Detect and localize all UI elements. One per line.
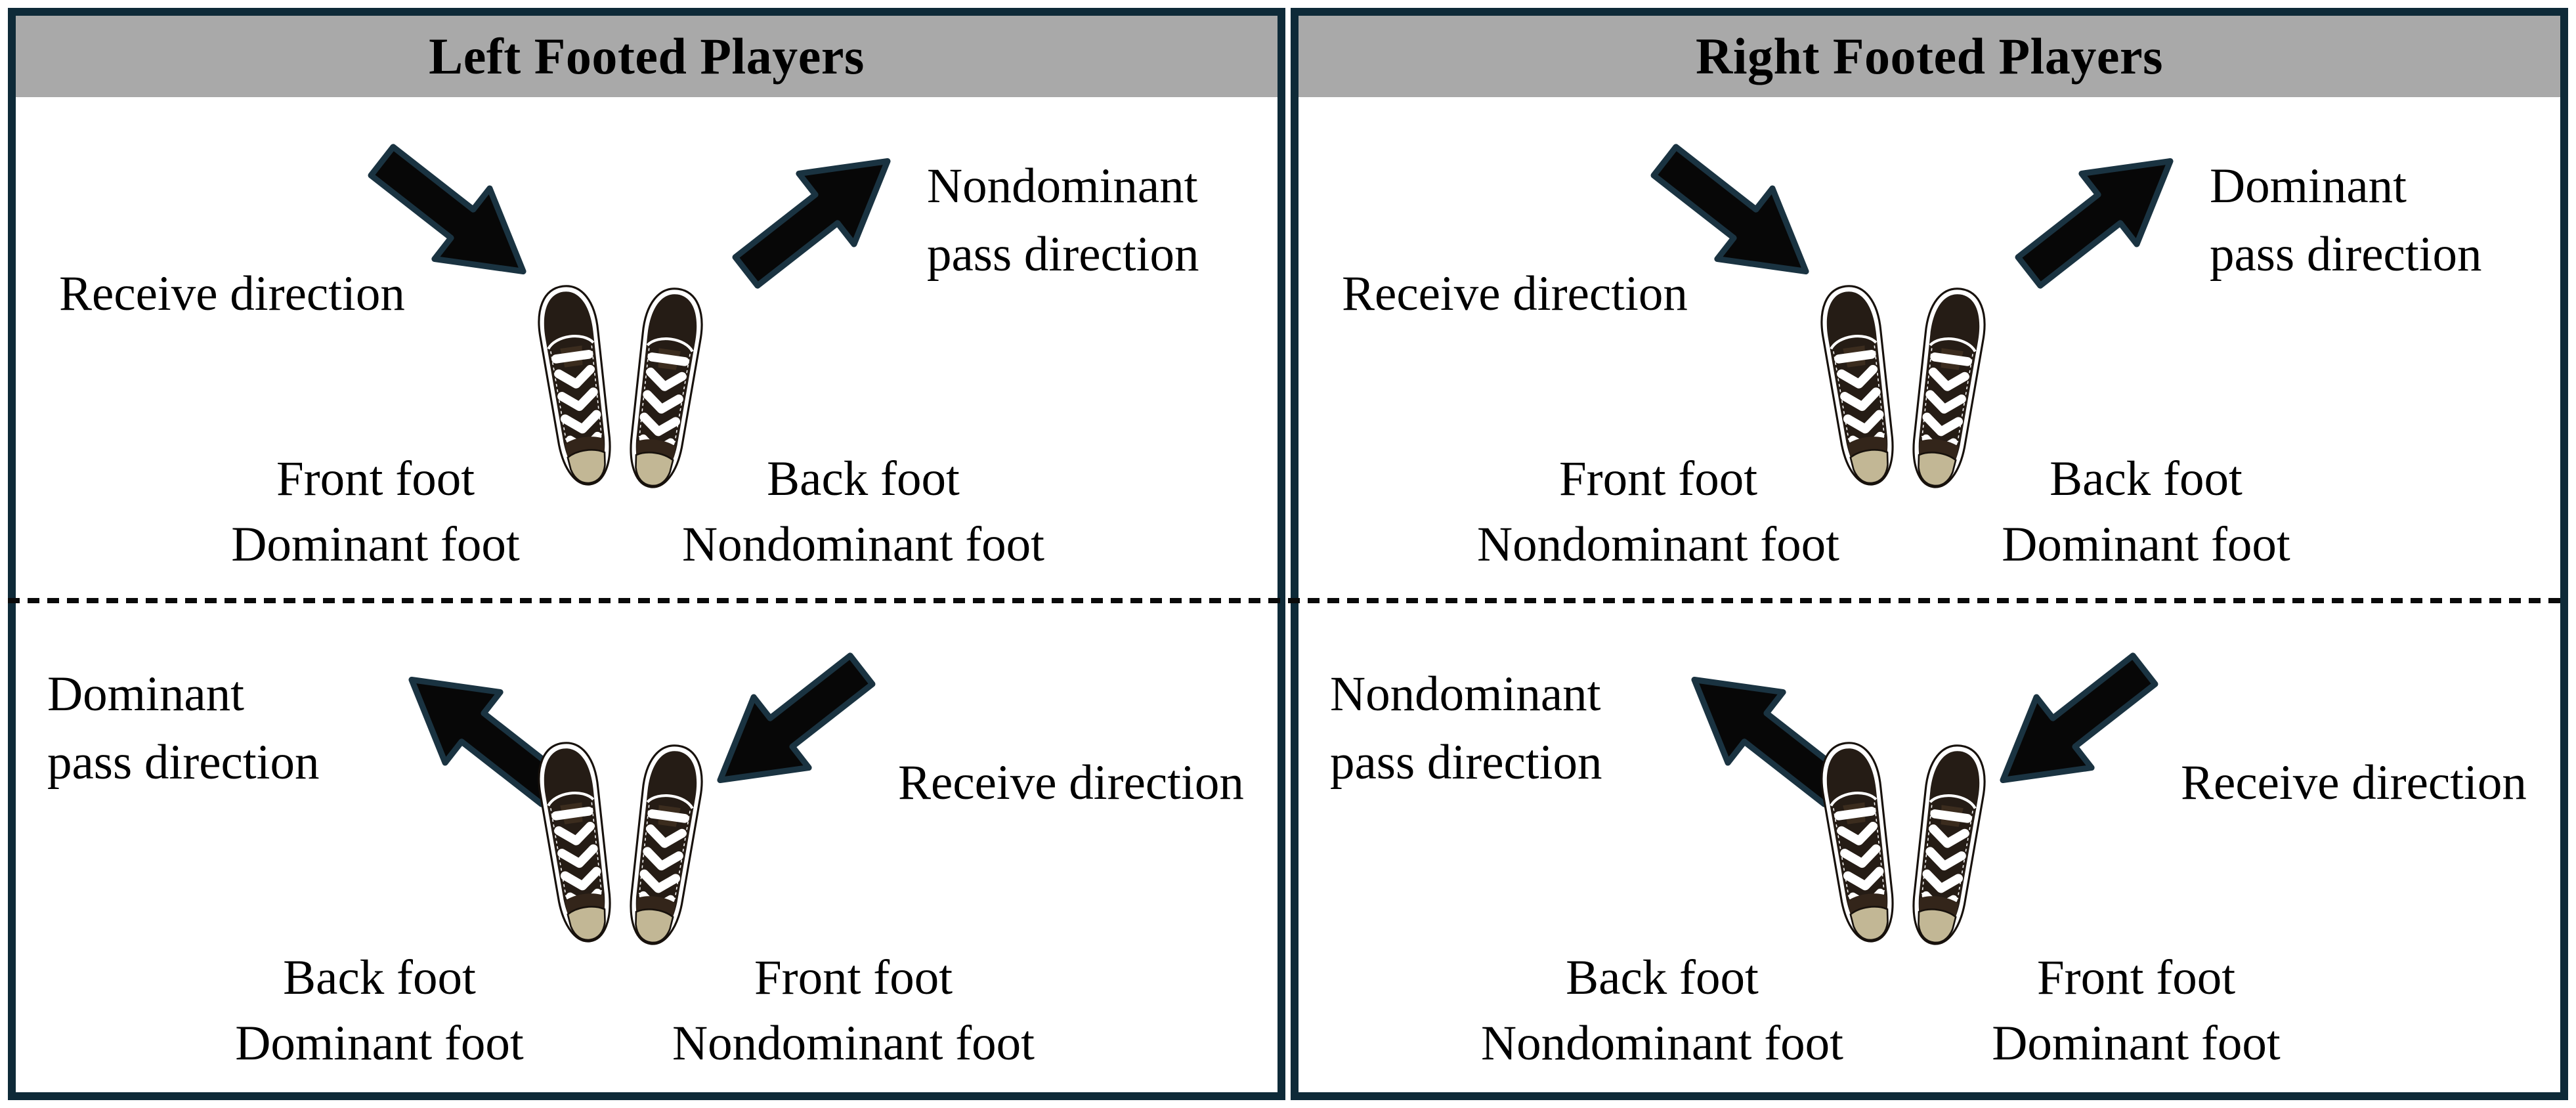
foot-role-label: Front foot (754, 950, 953, 1005)
receive-direction-label: Receive direction (898, 756, 1244, 810)
foot-role-label: Front foot (1558, 452, 1758, 506)
foot-dominance-label: Nondominant foot (681, 517, 1045, 572)
pass-direction-label-line2: pass direction (1330, 735, 1602, 790)
foot-dominance-label: Nondominant foot (1480, 1016, 1844, 1071)
foot-label-right: Front foot Dominant foot (1926, 945, 2346, 1076)
pass-direction-label-line1: Nondominant (1330, 667, 1601, 721)
foot-dominance-label: Dominant foot (2002, 517, 2290, 572)
receive-arrow-icon (685, 628, 895, 823)
foot-role-label: Back foot (2050, 452, 2243, 506)
pass-direction-label-line1: Nondominant (927, 159, 1198, 213)
foot-dominance-label: Nondominant foot (672, 1016, 1035, 1071)
foot-label-left: Front foot Nondominant foot (1448, 446, 1868, 578)
quadrant-divider-dashed-line (8, 598, 2568, 603)
pass-direction-label: Nondominant pass direction (1330, 660, 1602, 797)
foot-dominance-label: Nondominant foot (1476, 517, 1840, 572)
panel-left-footed-title: Left Footed Players (16, 16, 1277, 97)
foot-label-left: Back foot Nondominant foot (1452, 945, 1872, 1076)
panel-right-footed: Right Footed Players Receive direction D… (1291, 8, 2568, 1100)
pass-direction-label-line2: pass direction (927, 227, 1199, 282)
pass-direction-label-line1: Dominant (47, 667, 244, 721)
foot-role-label: Back foot (767, 452, 960, 506)
pass-direction-label: Nondominant pass direction (927, 152, 1199, 289)
panel-left-footed: Left Footed Players Receive direction No… (8, 8, 1285, 1100)
foot-label-right: Back foot Nondominant foot (653, 446, 1073, 578)
receive-arrow-icon (1968, 628, 2178, 823)
pass-arrow-icon (712, 119, 922, 314)
foot-dominance-label: Dominant foot (235, 1016, 524, 1071)
foot-role-label: Back foot (283, 950, 476, 1005)
foot-label-left: Back foot Dominant foot (169, 945, 590, 1076)
foot-label-right: Front foot Nondominant foot (643, 945, 1063, 1076)
foot-label-left: Front foot Dominant foot (165, 446, 586, 578)
pass-direction-label: Dominant pass direction (47, 660, 319, 797)
pass-direction-label-line2: pass direction (47, 735, 320, 790)
receive-direction-label: Receive direction (2181, 756, 2527, 810)
pass-direction-label-line2: pass direction (2210, 227, 2482, 282)
pass-arrow-icon (1994, 119, 2204, 314)
receive-direction-label: Receive direction (1342, 266, 1688, 321)
shoe-pair (535, 726, 706, 965)
pass-direction-label: Dominant pass direction (2210, 152, 2481, 289)
foot-dominance-label: Dominant foot (231, 517, 520, 572)
foot-role-label: Front foot (2036, 950, 2236, 1005)
foot-role-label: Back foot (1566, 950, 1759, 1005)
panel-right-footed-title: Right Footed Players (1299, 16, 2560, 97)
receive-direction-label: Receive direction (59, 266, 405, 321)
pass-direction-label-line1: Dominant (2210, 159, 2407, 213)
shoe-pair (1818, 726, 1988, 965)
foot-role-label: Front foot (276, 452, 475, 506)
foot-dominance-label: Dominant foot (1992, 1016, 2281, 1071)
foot-label-right: Back foot Dominant foot (1936, 446, 2356, 578)
